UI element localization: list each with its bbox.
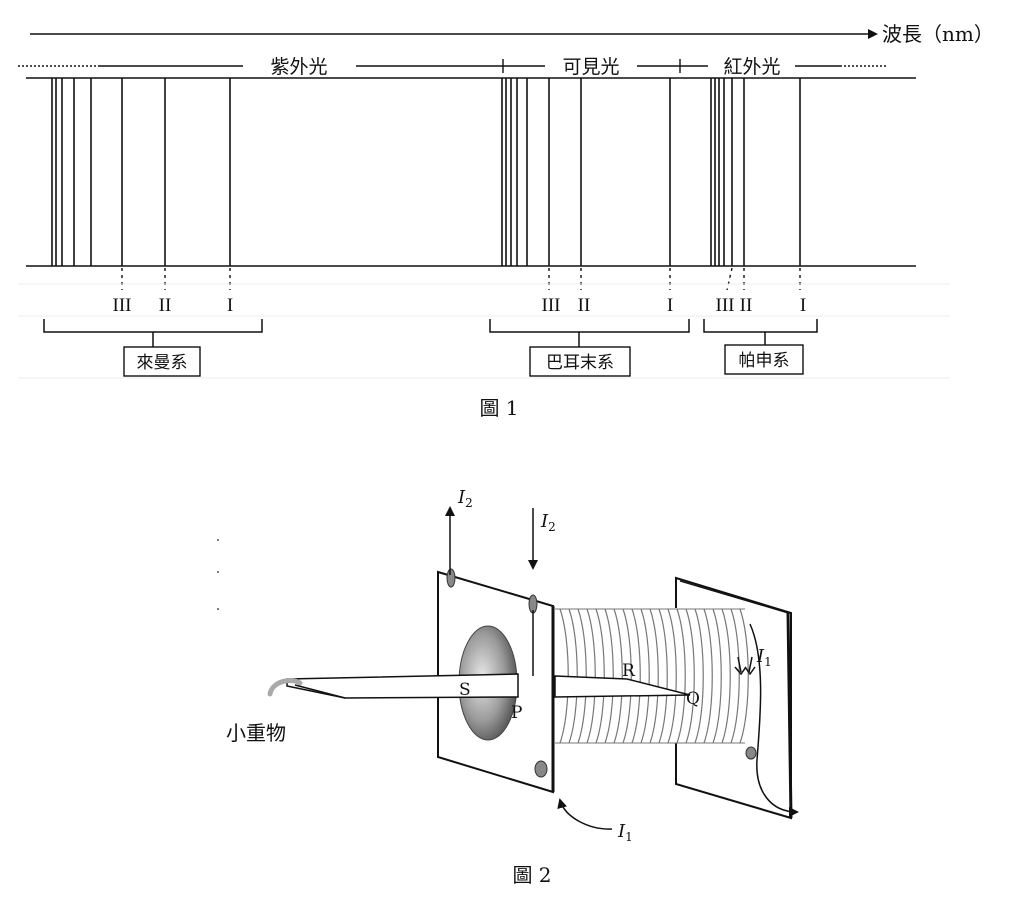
figure-2-apparatus: R Q S P 小重物 I2 (217, 487, 799, 887)
series-brackets (43, 319, 818, 347)
paschen-bracket (703, 319, 818, 347)
region-label-ir: 紅外光 (723, 56, 780, 78)
region-label-visible: 可見光 (562, 56, 619, 78)
current-i2-label-right: I2 (540, 511, 556, 534)
balmer-label-2: II (578, 295, 591, 316)
paschen-spectral-lines (710, 78, 801, 266)
current-i2-label-left: I2 (457, 487, 473, 510)
small-weight-label: 小重物 (226, 721, 286, 745)
figure-1-spectrum: 波長（nm） 紫外光 可見光 紅外光 (18, 22, 994, 420)
region-bar (18, 59, 886, 73)
balmer-label-3: III (542, 295, 561, 316)
point-label-S: S (459, 680, 471, 700)
paschen-name-box (724, 344, 804, 375)
balmer-label-1: I (667, 295, 673, 316)
lever-slot (518, 674, 546, 700)
point-label-Q: Q (686, 689, 700, 709)
current-i1-label-bottom: I1 (617, 821, 633, 844)
balmer-name-box (529, 346, 631, 377)
lyman-bracket (43, 319, 263, 347)
paschen-series-name: 帕申系 (739, 351, 790, 371)
lever-arm-right (554, 675, 691, 698)
lever-arm-left (286, 673, 519, 699)
lyman-label-3: III (113, 295, 132, 316)
point-label-P: P (511, 703, 522, 723)
point-label-R: R (622, 661, 636, 681)
wavelength-axis-label: 波長（nm） (882, 22, 994, 46)
solenoid-coil (555, 608, 750, 744)
current-i2-wires (445, 506, 538, 676)
right-plate-terminal (745, 746, 757, 760)
region-label-uv: 紫外光 (270, 56, 327, 78)
balmer-series-name: 巴耳末系 (546, 353, 614, 373)
paschen-label-1: I (800, 295, 806, 316)
current-i1-wires (557, 623, 799, 830)
background-rules (18, 283, 950, 379)
lyman-name-box (123, 346, 201, 377)
small-weight (267, 678, 303, 697)
left-plate-terminal-bottom (534, 760, 548, 778)
lyman-series-name: 來曼系 (137, 353, 188, 373)
guide-dotted-lines (121, 267, 801, 291)
lyman-label-2: II (159, 295, 172, 316)
lyman-label-1: I (227, 295, 233, 316)
left-plate-terminal-top (446, 568, 456, 588)
figure-1-caption: 圖 1 (479, 396, 518, 420)
figure-2-caption: 圖 2 (512, 863, 551, 887)
current-i1-label-right: I1 (756, 646, 772, 669)
paschen-label-3: III (716, 295, 735, 316)
lyman-spectral-lines (51, 78, 231, 266)
paschen-label-2: II (740, 295, 753, 316)
balmer-spectral-lines (501, 78, 671, 266)
balmer-bracket (489, 319, 690, 347)
